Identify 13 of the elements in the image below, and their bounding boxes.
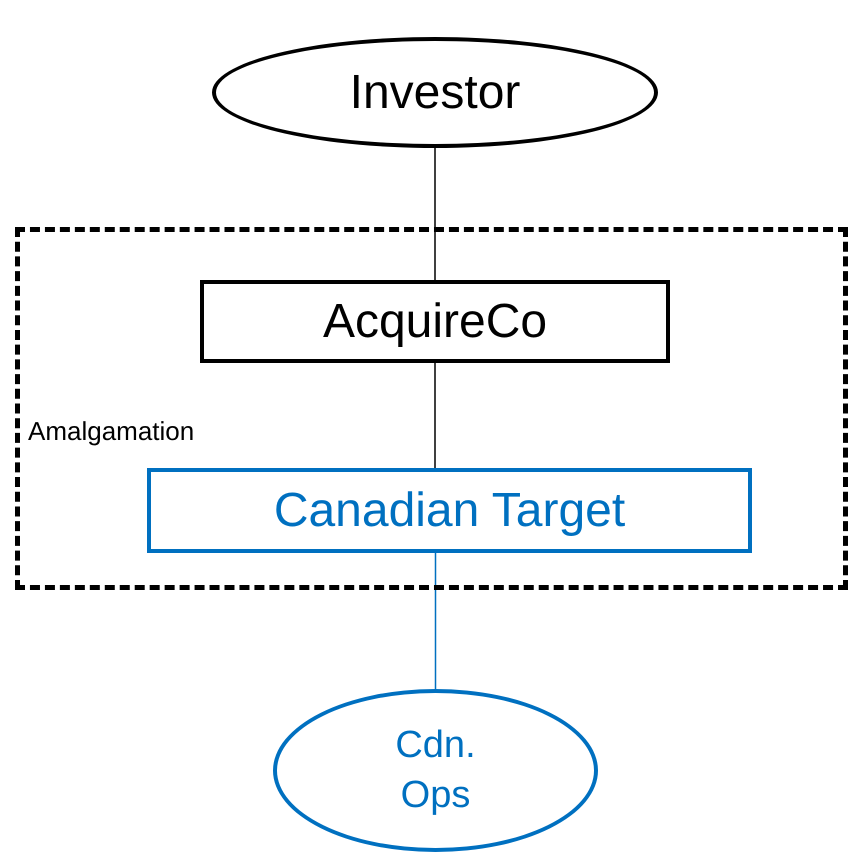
connector-line [434,363,436,468]
group-label: Amalgamation [28,415,194,448]
ellipse-node [273,689,598,852]
process-box [147,468,752,553]
process-box [200,280,670,363]
dashed-group-box [15,227,848,590]
node-label: Canadian Target [274,482,626,538]
connector-line [434,148,436,280]
node-label: Investor [350,64,520,120]
connector-line [434,553,436,689]
node-label: AcquireCo [322,294,548,350]
ellipse-node [212,37,658,148]
node-label: Cdn. Ops [394,723,477,818]
